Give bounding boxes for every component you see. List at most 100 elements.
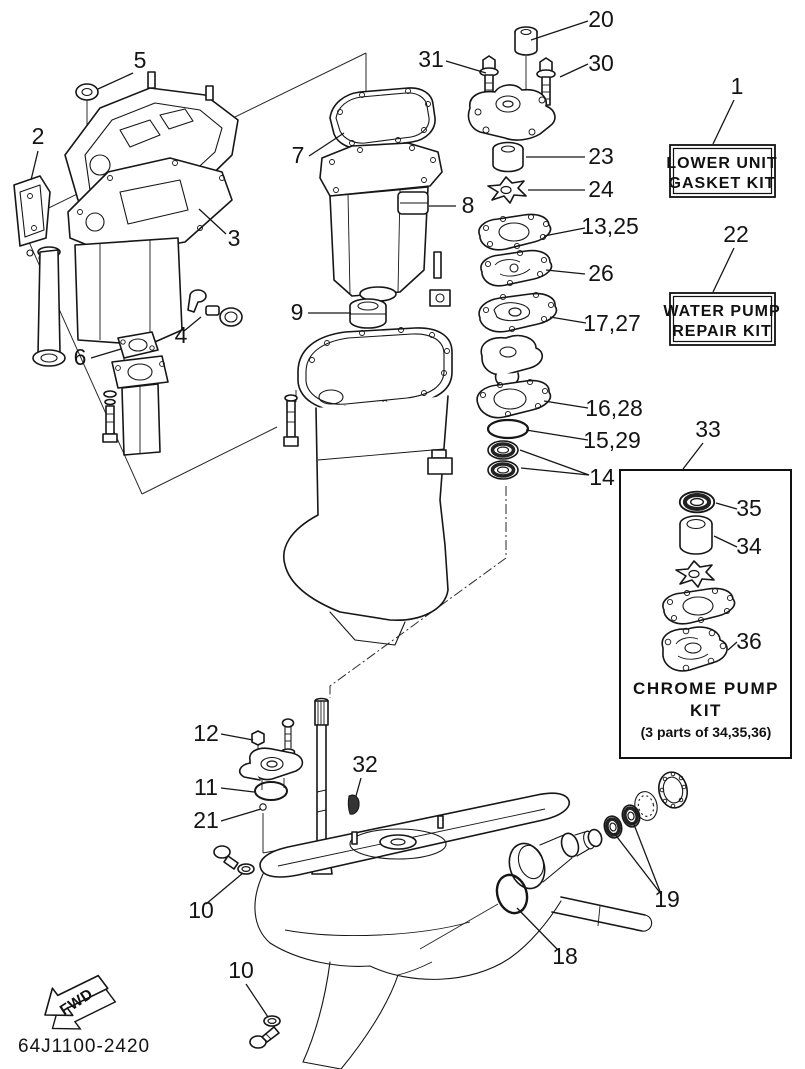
exhaust-guide-assembly xyxy=(13,71,239,262)
bolt xyxy=(105,405,115,435)
lower-unit-gasket-kit-box: LOWER UNIT GASKET KIT xyxy=(666,144,777,198)
upper-casing xyxy=(283,327,453,646)
impeller-part-24 xyxy=(487,176,527,204)
o-ring-part-11 xyxy=(254,781,288,801)
water-pump-repair-kit-box: WATER PUMP REPAIR KIT xyxy=(663,292,780,346)
callout-23: 23 xyxy=(588,143,614,169)
pump-base-housing xyxy=(480,334,543,387)
exhaust-tube-flange xyxy=(111,355,169,389)
callout-21: 21 xyxy=(193,807,219,833)
callout-6: 6 xyxy=(74,344,87,370)
fwd-arrow: FWD xyxy=(44,974,117,1030)
water-pump-parts-column xyxy=(467,26,558,481)
plug-part-4 xyxy=(187,289,207,313)
callout-32: 32 xyxy=(352,751,378,777)
callout-26: 26 xyxy=(588,260,614,286)
callout-10-lower: 10 xyxy=(228,957,254,983)
exhaust-tube xyxy=(121,383,161,456)
callout-36: 36 xyxy=(736,628,762,654)
callout-11: 11 xyxy=(194,774,218,800)
callout-5: 5 xyxy=(134,47,147,73)
bolt-washer-part-10-lower xyxy=(249,1015,281,1049)
callout-22: 22 xyxy=(723,221,749,247)
fwd-arrow-face xyxy=(44,974,109,1017)
spline-washer xyxy=(634,791,658,821)
bracket-part-2 xyxy=(13,175,51,247)
callout-1: 1 xyxy=(731,73,744,99)
center-muffler-assembly xyxy=(295,87,451,402)
water-pump-housing xyxy=(467,84,556,141)
water-pump-base-part-12 xyxy=(238,718,304,790)
plate-part-36 xyxy=(661,626,728,672)
ring-part-21 xyxy=(259,803,267,811)
chrome-pump-kit-box: CHROME PUMP KIT (3 parts of 34,35,36) xyxy=(619,469,792,759)
callout-33: 33 xyxy=(695,416,721,442)
nut-part-12 xyxy=(251,730,265,746)
gasket-part-6 xyxy=(117,331,159,359)
muffler-body xyxy=(74,237,183,346)
left-muffler-assembly xyxy=(32,237,243,456)
drive-shaft-group xyxy=(238,697,360,875)
callout-18: 18 xyxy=(552,943,578,969)
diagram-code: 64J1100-2420 xyxy=(18,1036,150,1057)
drive-shaft-spline xyxy=(314,700,329,726)
callout-labels: 20 31 30 5 1 2 7 23 24 8 13,25 3 22 26 9… xyxy=(32,6,762,983)
woodruff-key-part-32 xyxy=(347,794,360,815)
callout-13-25: 13,25 xyxy=(581,213,639,239)
callout-2: 2 xyxy=(32,123,45,149)
callout-24: 24 xyxy=(588,176,614,202)
bolt xyxy=(281,718,295,728)
gasket-part-7 xyxy=(329,87,436,150)
callout-35: 35 xyxy=(736,495,762,521)
o-ring-part-18 xyxy=(495,873,529,915)
skeg xyxy=(302,961,399,1069)
callout-20: 20 xyxy=(588,6,614,32)
grommet-part-5 xyxy=(75,83,99,101)
seal-part-35 xyxy=(680,492,715,513)
callout-10-upper: 10 xyxy=(188,897,214,923)
spacer xyxy=(587,828,603,848)
propeller-shaft xyxy=(551,896,653,932)
callout-9: 9 xyxy=(291,299,304,325)
callout-16-28: 16,28 xyxy=(585,395,643,421)
cup-part-34 xyxy=(679,515,713,555)
callout-12: 12 xyxy=(193,720,219,746)
callout-19: 19 xyxy=(654,886,680,912)
bolt-part-30 xyxy=(536,57,556,126)
callout-17-27: 17,27 xyxy=(583,310,641,336)
callout-4: 4 xyxy=(175,322,188,348)
kit-box-line: GASKET KIT xyxy=(669,175,776,192)
kit-box-line: LOWER UNIT xyxy=(666,155,777,172)
bolt xyxy=(286,400,296,438)
bolt-washer-part-10-upper xyxy=(213,845,255,875)
gearcase-deck xyxy=(259,792,570,878)
oil-seal-part-19 xyxy=(600,812,626,842)
callout-31: 31 xyxy=(418,46,444,72)
callout-8: 8 xyxy=(462,192,475,218)
bearing-part-14 xyxy=(486,459,520,481)
callout-3: 3 xyxy=(228,225,241,251)
callout-30: 30 xyxy=(588,50,614,76)
callout-34: 34 xyxy=(736,533,762,559)
plate-part-26 xyxy=(480,249,553,287)
chrome-kit-line3: (3 parts of 34,35,36) xyxy=(641,724,772,740)
callout-15-29: 15,29 xyxy=(583,427,641,453)
anode-plug xyxy=(431,449,447,459)
muffler-flange xyxy=(319,142,443,197)
gasket-part-16-28 xyxy=(476,378,552,419)
plate-part-17-27 xyxy=(478,291,558,333)
callout-14: 14 xyxy=(589,464,615,490)
bearing-part-14 xyxy=(486,439,520,461)
gearcase xyxy=(213,792,653,1069)
chrome-kit-line1: CHROME PUMP xyxy=(633,679,779,698)
kit-box-line: REPAIR KIT xyxy=(672,323,771,340)
ball-bearing xyxy=(658,771,688,809)
bearing-carrier-group xyxy=(495,771,688,915)
upper-casing-flange xyxy=(297,327,453,411)
o-ring-part-15-29 xyxy=(486,418,530,440)
kit-box-line: WATER PUMP xyxy=(663,303,780,320)
callout-7: 7 xyxy=(292,142,305,168)
chrome-kit-line2: KIT xyxy=(690,701,722,720)
leader-lines xyxy=(30,20,738,1018)
